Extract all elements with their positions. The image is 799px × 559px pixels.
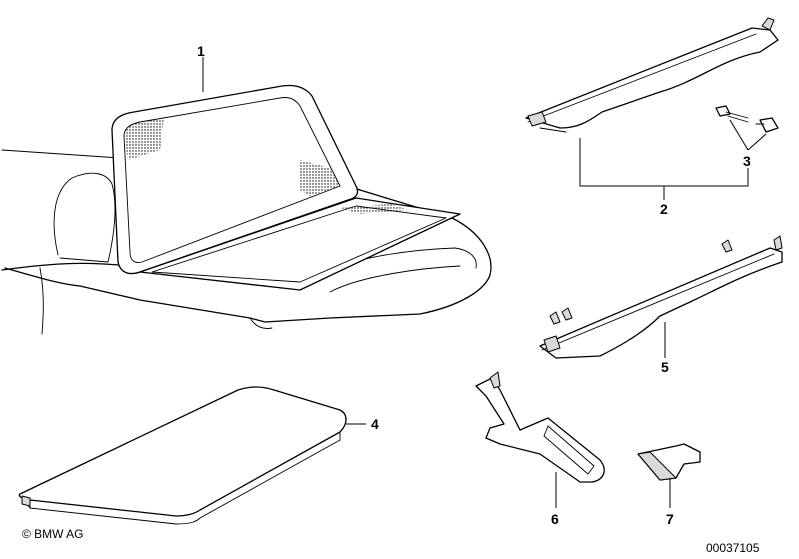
- callout-2: 2: [660, 201, 668, 217]
- leader-lines: [202, 57, 767, 508]
- callout-1: 1: [197, 43, 205, 59]
- callout-3: 3: [743, 153, 751, 169]
- panel-lower: [539, 235, 783, 359]
- mounting-bracket: [475, 371, 605, 483]
- storage-board: [18, 386, 347, 525]
- drawing-number: 00037105: [706, 541, 760, 555]
- car-body-illustration: [1, 84, 492, 335]
- callout-6: 6: [551, 511, 559, 527]
- callout-7: 7: [666, 511, 674, 527]
- panel-upper: [525, 17, 779, 133]
- callout-5: 5: [661, 359, 669, 375]
- clip: [637, 443, 701, 481]
- copyright-text: © BMW AG: [22, 527, 84, 541]
- callout-4: 4: [371, 416, 379, 432]
- bolts: [715, 105, 779, 133]
